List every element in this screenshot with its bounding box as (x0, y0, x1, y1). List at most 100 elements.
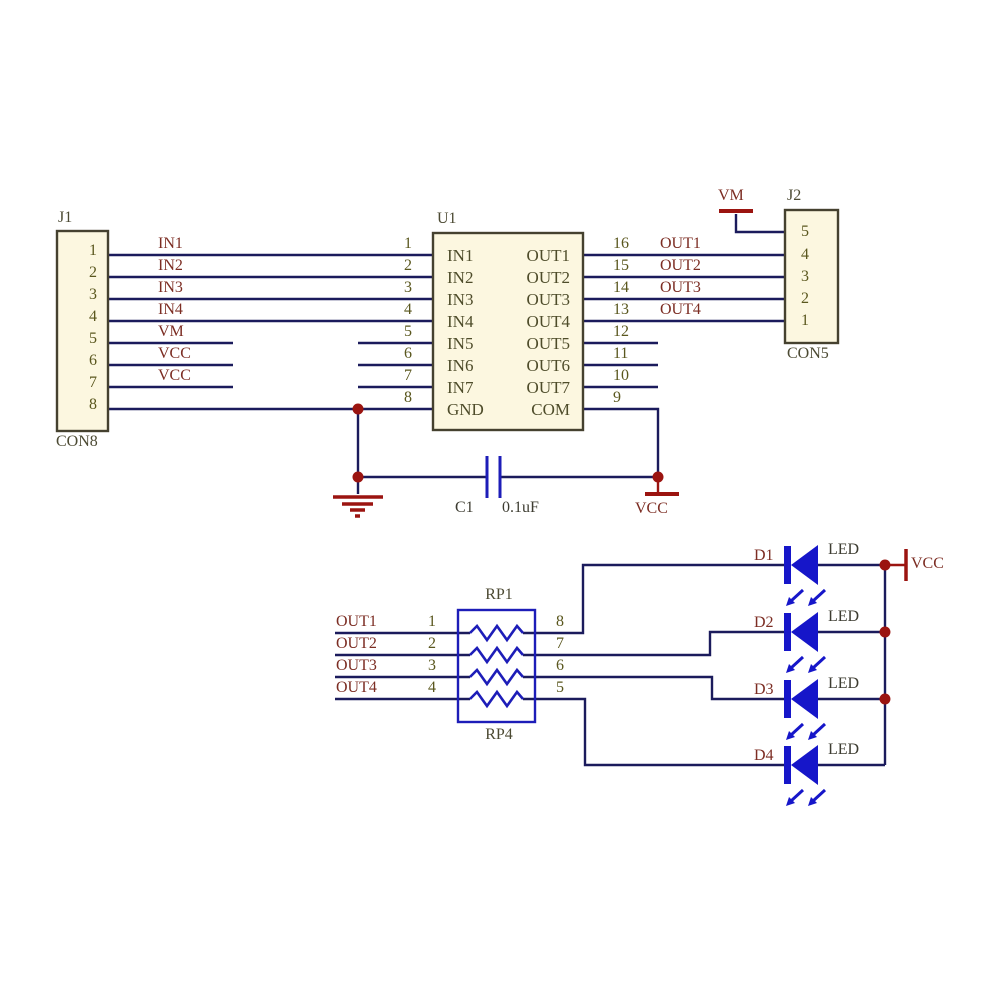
j1-pin-4: 4 (89, 308, 97, 325)
resistor-2 (468, 646, 525, 664)
wires-bottom (335, 563, 887, 767)
d3-led-label: LED (828, 675, 860, 692)
junction-dots (352, 403, 891, 705)
wire-rp-to-d2 (523, 630, 784, 657)
vm-power-label: VM (718, 187, 744, 204)
wire-u1-right-stubs (583, 341, 658, 389)
j2-body (783, 208, 840, 345)
u1-pin-num-16: 16 (613, 235, 629, 252)
j1-pin-6: 6 (89, 352, 97, 369)
d1-ref: D1 (754, 547, 774, 564)
net-label-out4-low: OUT4 (336, 679, 377, 696)
u1-pin-num-15: 15 (613, 257, 629, 274)
rp-body (456, 608, 537, 724)
u1-pin-name-out7: OUT7 (526, 378, 570, 397)
u1-pin-num-12: 12 (613, 323, 629, 340)
u1-pin-num-9: 9 (613, 389, 621, 406)
rp-pin-1: 1 (428, 613, 436, 630)
u1-pin-name-in6: IN6 (447, 356, 474, 375)
j1-body (55, 229, 110, 433)
led-d2-symbol (782, 610, 827, 675)
u1-pin-name-com: COM (531, 400, 570, 419)
net-label-out1-top: OUT1 (660, 235, 701, 252)
j1-pin-7: 7 (89, 374, 97, 391)
c1-ref: C1 (455, 499, 474, 516)
j1-pin-1: 1 (89, 242, 97, 259)
rp-alt-ref: RP4 (485, 726, 513, 743)
wire-in1-in4 (108, 253, 433, 323)
u1-pin-num-11: 11 (613, 345, 629, 362)
u1-pin-name-out2: OUT2 (526, 268, 570, 287)
u1-pin-num-4: 4 (404, 301, 412, 318)
wire-led-anodes (818, 563, 885, 767)
wires-top (108, 214, 785, 494)
d4-ref: D4 (754, 747, 774, 764)
net-label-out3-top: OUT3 (660, 279, 701, 296)
u1-pin-num-1: 1 (404, 235, 412, 252)
net-label-out2-top: OUT2 (660, 257, 701, 274)
j2-pin-4: 4 (801, 246, 809, 263)
j2-footprint: CON5 (787, 345, 829, 362)
rp-pin-4: 4 (428, 679, 436, 696)
net-label-out3-low: OUT3 (336, 657, 377, 674)
u1-pin-name-out1: OUT1 (526, 246, 570, 265)
rp-pin-3: 3 (428, 657, 436, 674)
j1-pin-5: 5 (89, 330, 97, 347)
led-d1-symbol (782, 543, 827, 608)
wire-rp-to-d3 (523, 675, 784, 701)
j2-pin-5: 5 (801, 223, 809, 240)
gnd-symbol (333, 495, 383, 518)
u1-body (431, 231, 585, 432)
capacitor-symbol (485, 456, 502, 498)
rp-ref: RP1 (485, 586, 513, 603)
u1-pin-name-gnd: GND (447, 400, 484, 419)
net-label-vm: VM (158, 323, 184, 340)
c1-value: 0.1uF (502, 499, 539, 516)
u1-pin-name-out6: OUT6 (526, 356, 570, 375)
wire-vm-to-j2 (734, 214, 785, 234)
u1-pin-num-6: 6 (404, 345, 412, 362)
net-label-in2: IN2 (158, 257, 183, 274)
rp-pin-7: 7 (556, 635, 564, 652)
j2-pin-3: 3 (801, 268, 809, 285)
j2-pin-1: 1 (801, 312, 809, 329)
d2-ref: D2 (754, 614, 774, 631)
u1-pin-num-2: 2 (404, 257, 412, 274)
net-label-out2-low: OUT2 (336, 635, 377, 652)
net-label-vcc-2: VCC (158, 367, 191, 384)
wire-vm-vcc-stubs (108, 341, 233, 389)
vcc-led-label: VCC (911, 555, 944, 572)
u1-pin-name-out3: OUT3 (526, 290, 570, 309)
u1-pin-name-in7: IN7 (447, 378, 474, 397)
u1-pin-num-10: 10 (613, 367, 629, 384)
resistor-1 (468, 624, 525, 642)
net-label-out4-top: OUT4 (660, 301, 701, 318)
wire-u1-left-stubs (358, 341, 433, 389)
d2-led-label: LED (828, 608, 860, 625)
u1-ref: U1 (437, 210, 457, 227)
rp-pin-2: 2 (428, 635, 436, 652)
u1-pin-name-in1: IN1 (447, 246, 474, 265)
u1-pin-name-out5: OUT5 (526, 334, 570, 353)
u1-pin-name-in5: IN5 (447, 334, 474, 353)
u1-pin-num-8: 8 (404, 389, 412, 406)
j2-pin-2: 2 (801, 290, 809, 307)
net-label-vcc-1: VCC (158, 345, 191, 362)
wire-com-to-vcc (583, 407, 660, 477)
j1-ref: J1 (58, 209, 73, 226)
d1-led-label: LED (828, 541, 860, 558)
u1-pin-name-in2: IN2 (447, 268, 474, 287)
u1-pin-num-14: 14 (613, 279, 629, 296)
resistor-3 (468, 668, 525, 686)
u1-pin-num-7: 7 (404, 367, 412, 384)
wire-out1-out4-top (583, 253, 785, 323)
u1-pin-name-in4: IN4 (447, 312, 474, 331)
rp-pin-6: 6 (556, 657, 564, 674)
net-label-out1-low: OUT1 (336, 613, 377, 630)
net-label-in3: IN3 (158, 279, 183, 296)
u1-pin-num-3: 3 (404, 279, 412, 296)
resistor-4 (468, 690, 525, 708)
j1-pin-8: 8 (89, 396, 97, 413)
